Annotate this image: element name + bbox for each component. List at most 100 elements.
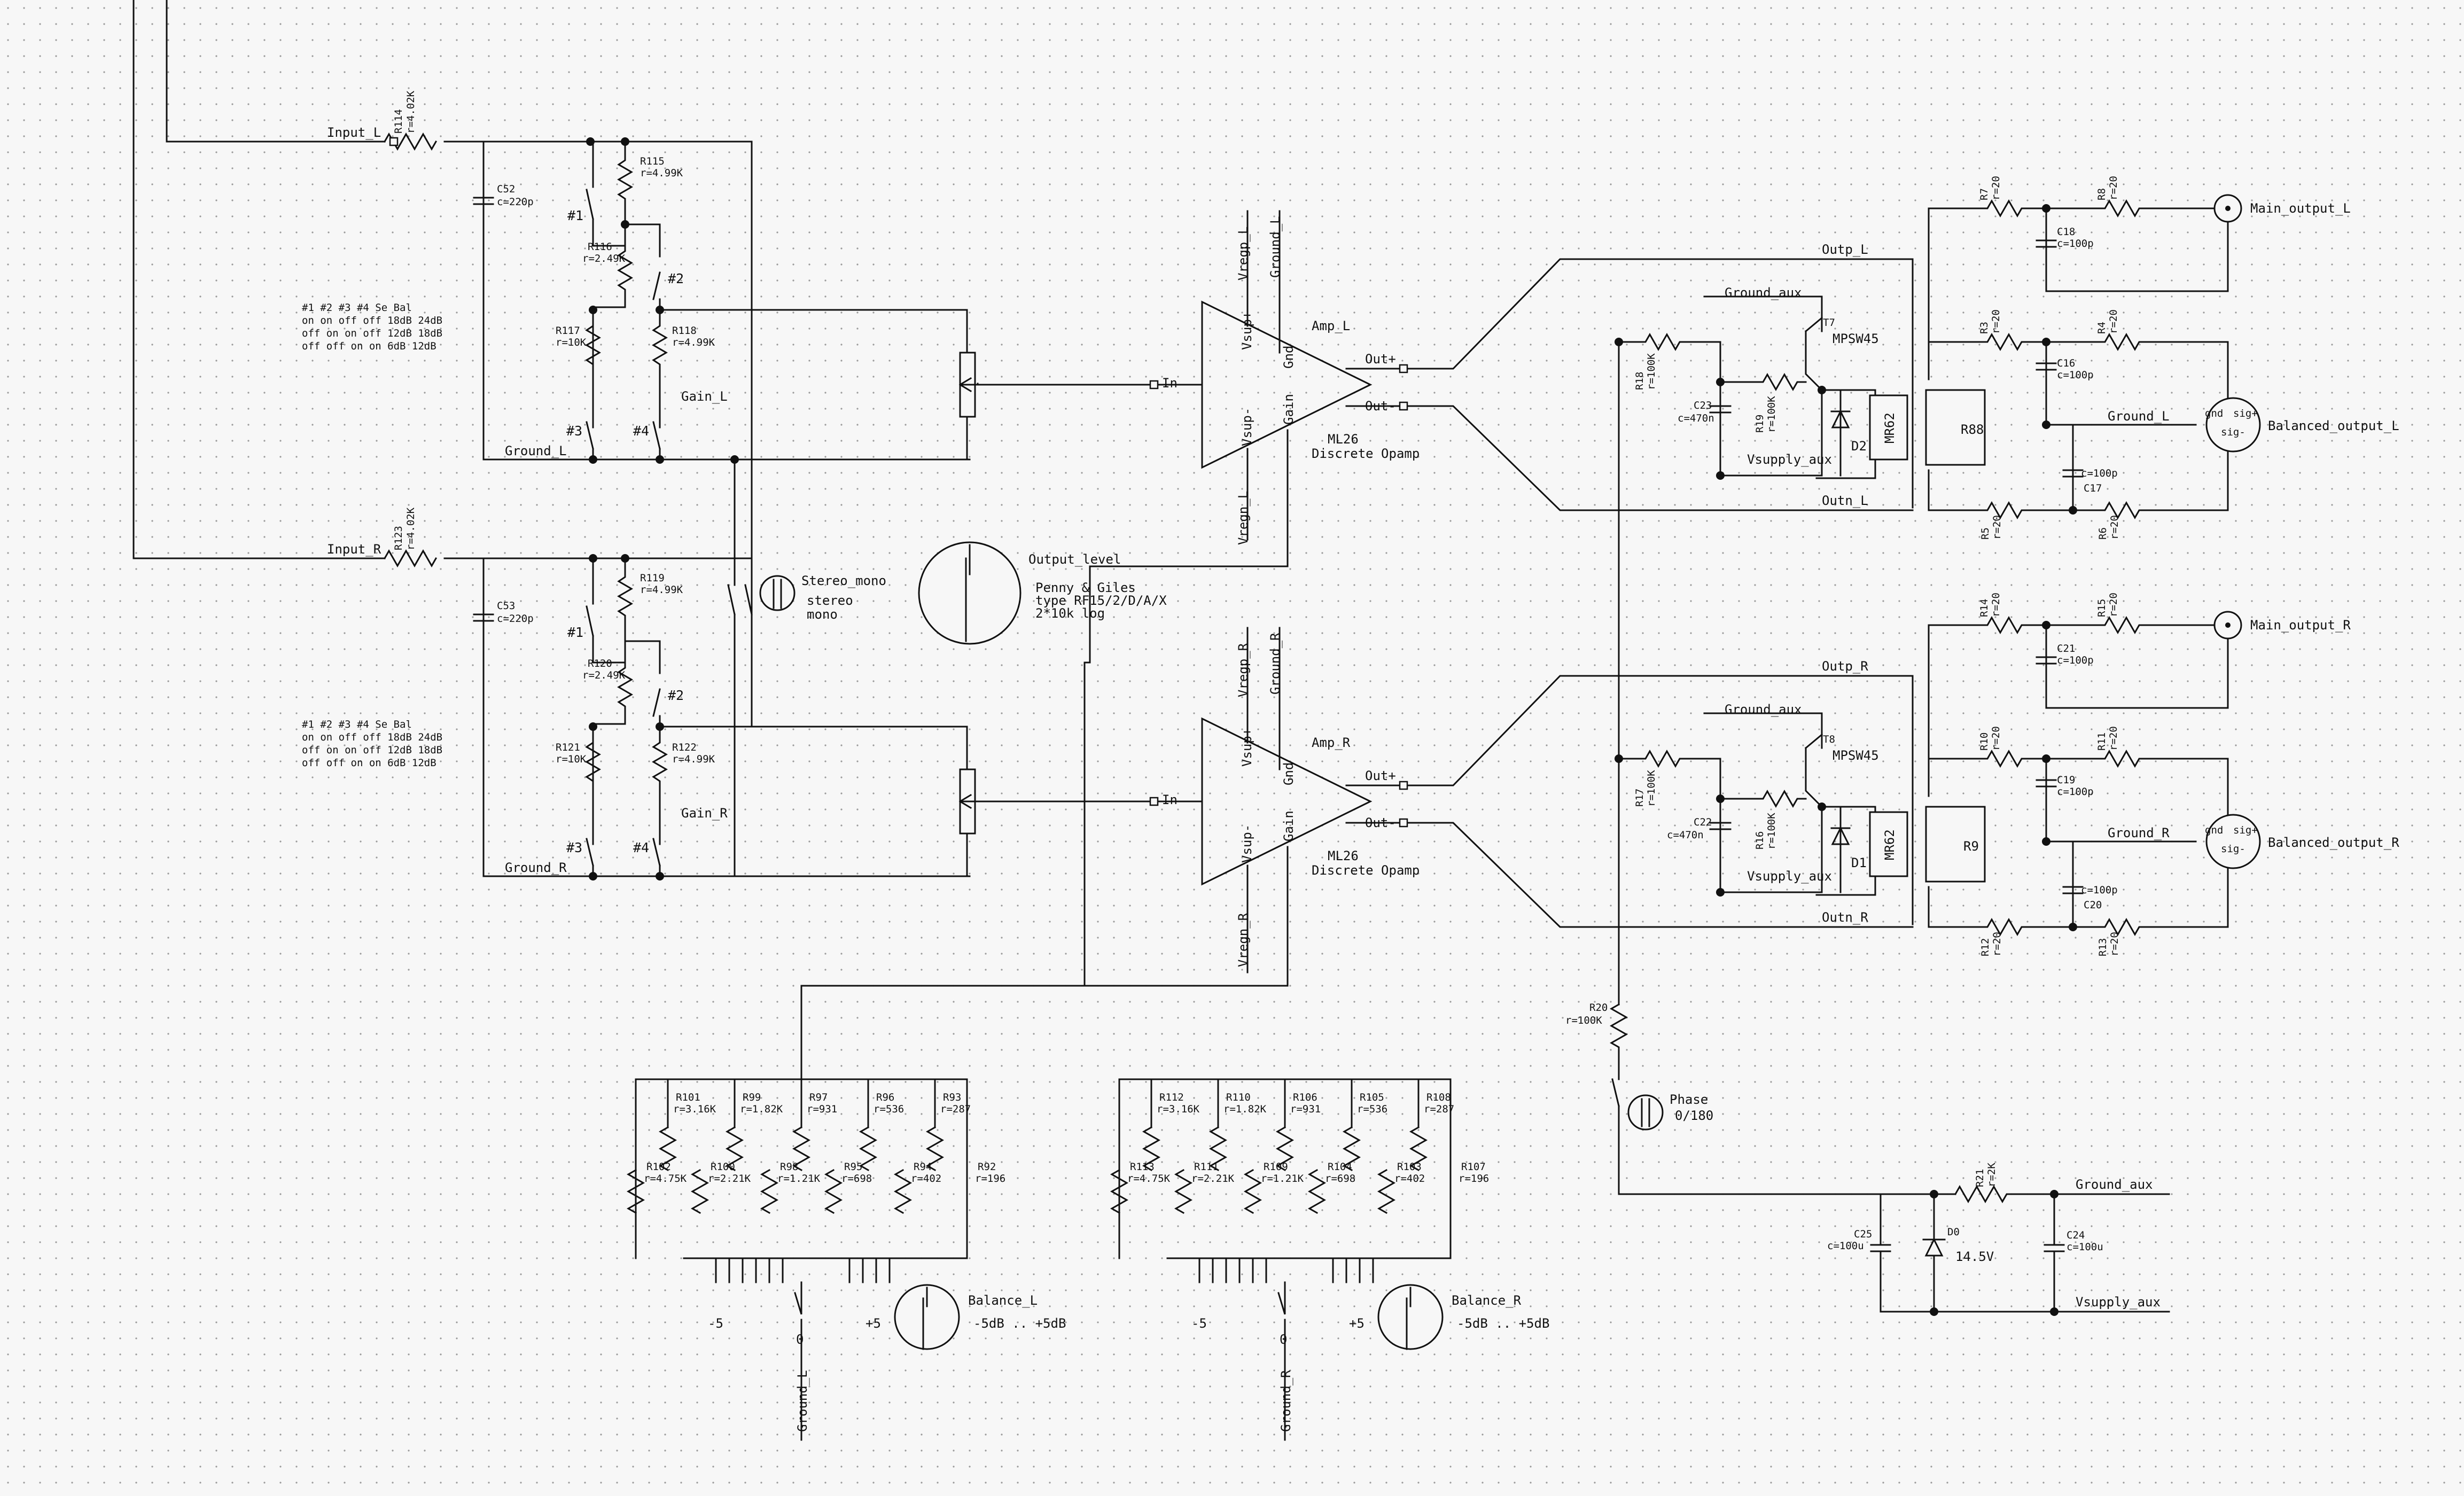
r14-name: R14 — [1978, 599, 1990, 617]
mpsw-label-r: MPSW45 — [1833, 748, 1879, 763]
ladder-l-r98-value: r=1.21K — [777, 1173, 821, 1185]
r12-value: r=20 — [1991, 932, 2003, 956]
aux-vsupply-label: Vsupply_aux — [2076, 1295, 2161, 1310]
r115-name: R115 — [640, 155, 665, 167]
svg-text:#1 #2 #3 #4 Se Bal: #1 #2 #3 #4 Se Bal — [302, 719, 412, 730]
sw4-label-r: #4 — [633, 840, 649, 855]
amp-r-name: Amp_R — [1312, 735, 1351, 750]
amp-r-vregp: Vregp_R — [1236, 643, 1251, 697]
ladder-r-r105-name: R105 — [1360, 1092, 1384, 1103]
gain-label-r: Gain_R — [681, 806, 728, 821]
r116-name: R116 — [588, 241, 612, 253]
svg-text:on on off off 18dB 24dB: on on off off 18dB 24dB — [302, 731, 442, 743]
c22-value: c=470n — [1667, 829, 1704, 841]
ladder-l-r99-value: r=1.82K — [740, 1103, 783, 1115]
svg-text:off off on on 6dB 12dB: off off on on 6dB 12dB — [302, 340, 436, 352]
r16-name: R16 — [1754, 831, 1766, 850]
r14-value: r=20 — [1990, 593, 2002, 617]
ladder-l-r94-name: R94 — [914, 1161, 932, 1173]
svg-text:on on off off 18dB 24dB: on on off off 18dB 24dB — [302, 315, 442, 326]
r8-name: R8 — [2096, 188, 2108, 200]
r18-name: R18 — [1634, 372, 1646, 390]
zener-voltage: 14.5V — [1955, 1249, 1994, 1264]
amp-l-vsupp: Vsup+ — [1239, 311, 1254, 350]
r116-value: r=2.49K — [582, 253, 626, 264]
input-stage-left: Input_L R114 r=4.02K C52 c=220p Ground_L… — [166, 0, 1155, 690]
r4-name: R4 — [2096, 322, 2108, 334]
c52-value: c=220p — [497, 196, 534, 208]
balance-l-ground: Ground_L — [795, 1370, 810, 1432]
balance-l-range: -5dB .. +5dB — [973, 1316, 1066, 1331]
ground-label-out-r: Ground_R — [2108, 825, 2170, 840]
amp-l-gain: Gain — [1281, 394, 1296, 425]
r119-name: R119 — [640, 572, 665, 584]
r120-name: R120 — [588, 658, 612, 669]
relay-mr62-l — [1869, 394, 1908, 461]
ladder-l-r96-name: R96 — [876, 1092, 894, 1103]
ladder-r-r110-name: R110 — [1226, 1092, 1251, 1103]
r118-value: r=4.99K — [672, 337, 715, 348]
stereo-option: stereo — [807, 593, 853, 608]
r6-value: r=20 — [2109, 515, 2120, 540]
gain-table-l: #1 #2 #3 #4 Se Bal on on off off 18dB 24… — [302, 302, 442, 352]
r118-name: R118 — [672, 325, 697, 337]
mr62-label-r: MR62 — [1882, 829, 1897, 860]
ladder-left-labels: R101r=3.16KR99r=1.82KR97r=931R96r=536R93… — [644, 1092, 1005, 1185]
c52-name: C52 — [497, 183, 515, 195]
c24-value: c=100u — [2067, 1241, 2103, 1253]
output-network-right: Main_output_R gnd sig+ sig- Balanced_out… — [1928, 593, 2399, 956]
sw2-label-r: #2 — [668, 688, 684, 703]
c25-value: c=100u — [1827, 1240, 1864, 1252]
c16-value: c=100p — [2057, 369, 2094, 381]
amp-l-in: In — [1162, 376, 1178, 391]
r17-name: R17 — [1634, 789, 1646, 807]
stereo-mono-label: Stereo_mono — [801, 573, 886, 588]
r9-label: R9 — [1963, 839, 1979, 854]
amp-left: In Vsup+ Vsup- Gnd Gain Vregp_L Ground_L… — [800, 210, 1914, 1080]
ladder-l-r94-value: r=402 — [911, 1173, 941, 1185]
r13-name: R13 — [2097, 938, 2109, 956]
r10-name: R10 — [1978, 733, 1990, 751]
amp-r-outp: Out+ — [1365, 768, 1396, 783]
amp-r-vsupn: Vsup- — [1239, 824, 1254, 863]
sw4-label-l: #4 — [633, 423, 649, 439]
gain-label-l: Gain_L — [681, 389, 728, 404]
phase-and-aux-supply: R20 r=100K Phase 0/180 R21 r=2K Ground_a… — [1565, 1002, 2170, 1316]
balance-l-zero: 0 — [796, 1332, 804, 1347]
net-ground-aux-l: Ground_aux — [1725, 285, 1802, 300]
r121-value: r=10K — [556, 753, 587, 765]
r11-value: r=20 — [2108, 726, 2119, 751]
r123-name: R123 — [393, 526, 404, 550]
balanced-output-l-connector-icon — [2205, 397, 2261, 453]
net-outn-r: Outn_R — [1822, 910, 1868, 925]
amp-r-ground: Ground_R — [1268, 633, 1283, 695]
ladder-r-r111-value: r=2.21K — [1191, 1173, 1235, 1185]
amp-r-desc: Discrete Opamp — [1312, 863, 1420, 878]
ladder-r-r110-value: r=1.82K — [1223, 1103, 1267, 1115]
balance-l-plus: +5 — [865, 1316, 881, 1331]
balance-r-range: -5dB .. +5dB — [1457, 1316, 1549, 1331]
r123-value: r=4.02K — [405, 507, 417, 550]
amp-r-vsupp: Vsup+ — [1239, 728, 1254, 767]
r7-name: R7 — [1978, 188, 1990, 200]
sw2-label-l: #2 — [668, 271, 684, 286]
amp-l-name: Amp_L — [1312, 318, 1350, 333]
r88-label: R88 — [1961, 422, 1984, 437]
bal-l-gnd: gnd — [2205, 408, 2223, 419]
ladder-r-r106-value: r=931 — [1290, 1103, 1321, 1115]
phase-value: 0/180 — [1675, 1108, 1713, 1123]
amp-l-outp: Out+ — [1365, 352, 1396, 367]
r119-value: r=4.99K — [640, 584, 683, 596]
r3-name: R3 — [1978, 322, 1990, 334]
aux-ground-label: Ground_aux — [2076, 1177, 2153, 1192]
bal-l-sign: sig- — [2221, 426, 2245, 438]
main-output-r-label: Main_output_R — [2250, 618, 2351, 633]
balance-r-zero: 0 — [1280, 1332, 1287, 1347]
ladder-l-r98-name: R98 — [780, 1161, 798, 1173]
ladder-r-r109-name: R109 — [1264, 1161, 1288, 1173]
amp-l-part: ML26 — [1328, 432, 1359, 447]
net-ground-aux-r: Ground_aux — [1725, 702, 1802, 717]
balance-r-label: Balance_R — [1452, 1293, 1522, 1308]
r6-name: R6 — [2097, 527, 2109, 540]
balance-r-knob-icon — [1377, 1284, 1444, 1350]
